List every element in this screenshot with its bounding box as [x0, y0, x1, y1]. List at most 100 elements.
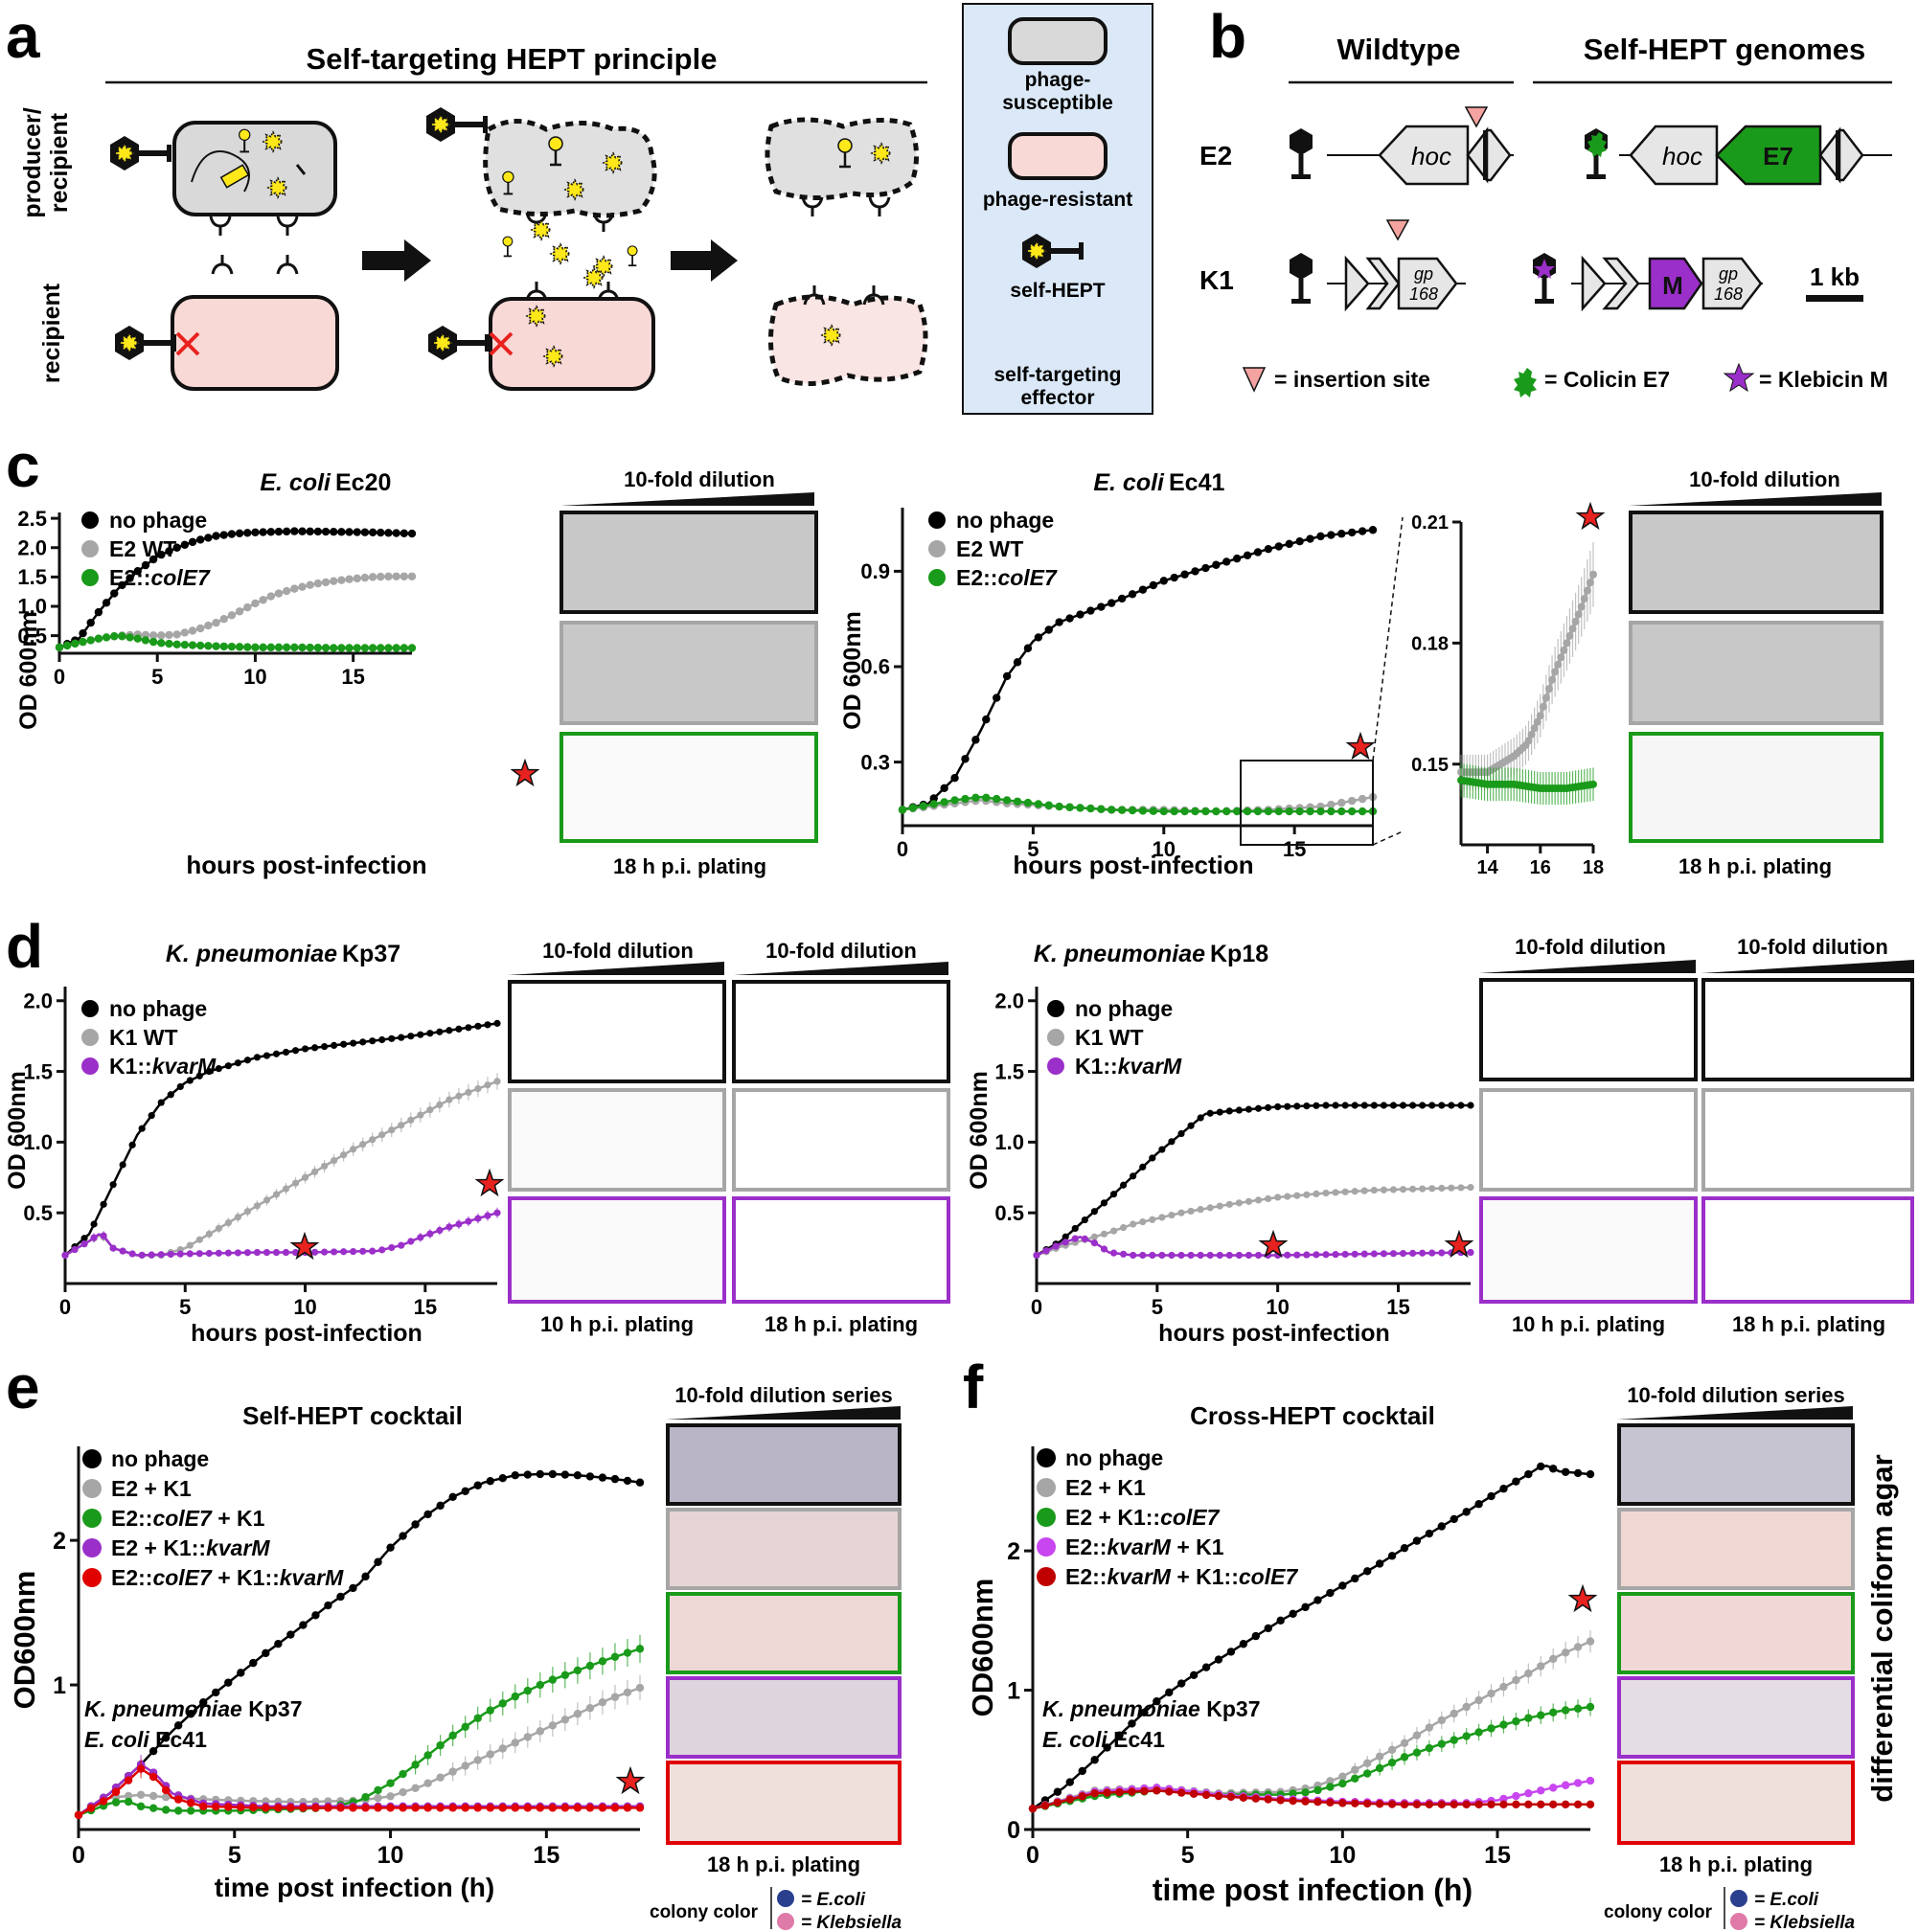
f-point	[1226, 1648, 1236, 1656]
d-left-point	[484, 1212, 491, 1219]
d-right-point	[1244, 1105, 1253, 1113]
d-left-point	[109, 1244, 117, 1252]
e-point	[498, 1804, 507, 1812]
e-point	[486, 1750, 494, 1759]
f-point	[1090, 1756, 1099, 1764]
f-point	[1412, 1800, 1422, 1809]
e-point	[399, 1769, 407, 1779]
d-right-point	[1197, 1206, 1204, 1214]
d-left-point	[243, 1057, 252, 1064]
f-point	[1450, 1709, 1458, 1718]
e-strain1: K. pneumoniae Kp37	[84, 1696, 303, 1721]
e-point	[573, 1666, 582, 1675]
d-left-point	[436, 1226, 444, 1235]
e-point	[311, 1611, 320, 1620]
c-left-ytick-label: 0.5	[17, 624, 47, 648]
d-right-point	[1428, 1185, 1436, 1193]
d-left-point	[310, 1168, 319, 1175]
c-right-point	[961, 755, 970, 763]
e-series-line	[78, 1472, 641, 1816]
d-left-title-strain: Kp37	[342, 941, 400, 967]
c-right-title-species: E. coli	[1093, 469, 1165, 496]
d-right-point	[1090, 1208, 1098, 1216]
c-left-point	[282, 527, 291, 536]
e-xtick-label: 10	[377, 1842, 404, 1869]
d-left-xtick-label: 5	[179, 1295, 191, 1319]
d-left-legend: no phage K1 WT K1::kvarM	[81, 996, 217, 1079]
c-right-point	[1138, 585, 1148, 594]
d-right-point	[1216, 1108, 1223, 1116]
producer-cell	[110, 121, 337, 238]
c-inset-point	[1589, 780, 1597, 788]
f-point	[1474, 1695, 1483, 1705]
f-point	[1289, 1796, 1297, 1806]
e-colony-ecoli: = E.coli	[801, 1890, 866, 1910]
d-right-point	[1293, 1102, 1301, 1110]
e-point	[336, 1804, 345, 1812]
c-left-point	[384, 572, 393, 581]
d-right-xtick-label: 5	[1152, 1295, 1163, 1319]
d-left-point	[417, 1031, 424, 1038]
c-inset-xtick-label: 18	[1583, 857, 1604, 878]
f-point	[1512, 1800, 1520, 1809]
d-right-xtick-label: 10	[1266, 1295, 1289, 1319]
c-left-point	[400, 529, 409, 538]
c-left-point	[330, 528, 338, 536]
c-left-point	[306, 580, 314, 589]
c-right-point	[1149, 807, 1158, 815]
d-right-series-line	[1036, 1103, 1471, 1257]
d-left-point	[369, 1136, 377, 1144]
d-right-point	[1158, 1146, 1166, 1153]
f-point	[1561, 1706, 1570, 1715]
d-left-point	[474, 1022, 482, 1030]
col-wildtype: Wildtype	[1337, 33, 1461, 66]
f-point	[1115, 1787, 1124, 1797]
c-left-point	[94, 634, 103, 643]
d-left-point	[263, 1248, 271, 1257]
d-right-point	[1438, 1184, 1446, 1193]
e-xlabel: time post infection (h)	[215, 1873, 494, 1902]
e-point	[361, 1792, 370, 1802]
f-point	[1537, 1786, 1545, 1795]
f-point	[1537, 1662, 1545, 1671]
f-point	[1313, 1596, 1322, 1604]
e-point	[610, 1693, 620, 1701]
e-point	[411, 1520, 420, 1529]
c-right-zoom-box	[1240, 760, 1374, 846]
f-ytick-label: 0	[1007, 1817, 1020, 1844]
e-point	[187, 1799, 195, 1807]
e-point	[573, 1710, 582, 1718]
e-point	[486, 1706, 494, 1715]
c-right-point	[1097, 602, 1106, 611]
d-right-xlabel: hours post-infection	[1158, 1320, 1390, 1347]
e-point	[610, 1474, 620, 1484]
d-right-point	[1265, 1103, 1272, 1111]
f-point	[1189, 1671, 1199, 1680]
c-left-point	[337, 528, 346, 536]
e-plate-caption: 18 h p.i. plating	[707, 1852, 860, 1876]
e-point	[224, 1803, 233, 1811]
c-left-point	[133, 634, 142, 643]
d-right-point	[1216, 1251, 1223, 1260]
c-left-point	[298, 582, 307, 591]
e-point	[411, 1784, 420, 1793]
d-left-point	[445, 1223, 453, 1231]
c-left-point	[79, 637, 87, 647]
d-left-point	[407, 1238, 415, 1245]
f-point	[1065, 1778, 1075, 1786]
e-point	[148, 1804, 158, 1812]
d-right-point	[1313, 1102, 1320, 1109]
c-right-point	[908, 804, 918, 812]
f-point	[1450, 1514, 1458, 1524]
d-left-point	[205, 1230, 213, 1238]
c-right-xtick-label: 0	[897, 837, 908, 861]
d-right-point	[1149, 1251, 1156, 1260]
c-inset-point	[1554, 660, 1563, 669]
e-point	[187, 1710, 195, 1718]
e-point	[148, 1791, 158, 1801]
f-legend-marker	[1037, 1448, 1056, 1467]
d-right-point	[1081, 1235, 1088, 1242]
c-left-point	[204, 621, 213, 630]
e-point	[212, 1688, 220, 1697]
d-right-point	[1254, 1196, 1263, 1204]
